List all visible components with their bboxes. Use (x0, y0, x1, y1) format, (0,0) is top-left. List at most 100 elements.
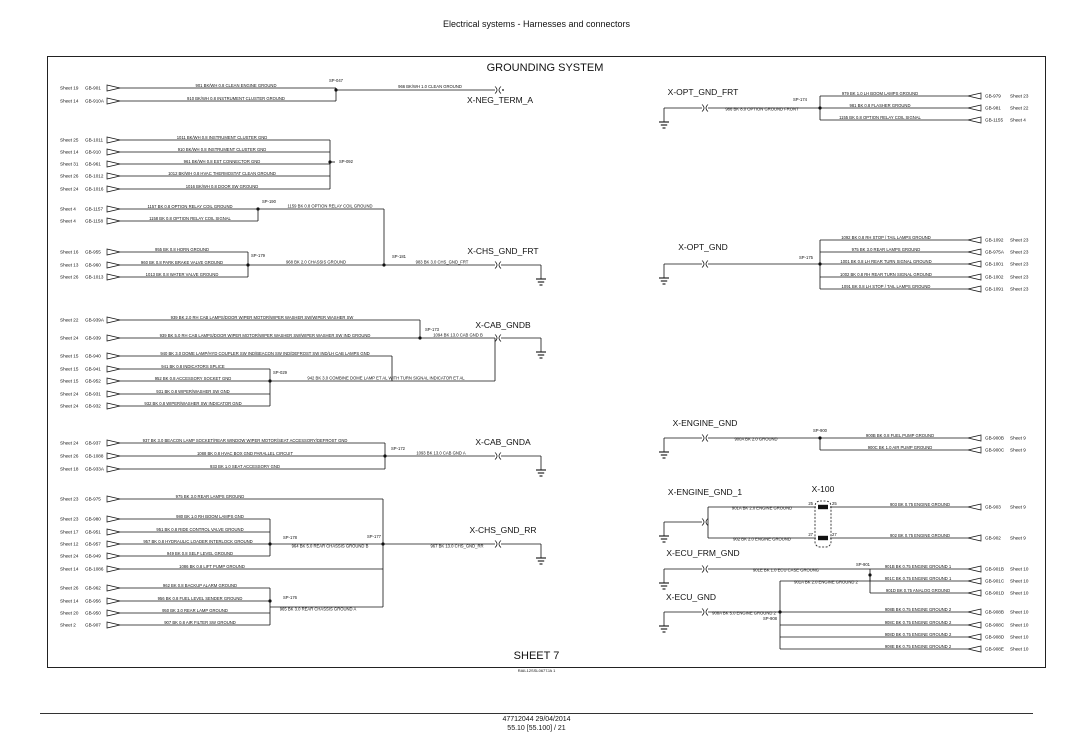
wire-label: 939 BK 2.0 RH CAB LAMPS/DOOR WIPER MOTOR… (171, 315, 354, 320)
ground-terminal-icon (967, 621, 982, 629)
ground-point-ref: GB-933A (85, 467, 105, 472)
connector-icon (705, 565, 709, 573)
sheet-reference: Sheet 10 (1010, 623, 1029, 628)
sheet-reference: Sheet 4 (1010, 118, 1026, 123)
ground-point-ref: GB-951 (85, 530, 101, 535)
connector-icon (705, 608, 709, 616)
sheet-reference: Sheet 26 (60, 454, 79, 459)
sheet-reference: Sheet 16 (60, 250, 79, 255)
connector-label: X-OPT_GND_FRT (668, 87, 739, 97)
ground-point-ref: GB-961 (85, 162, 101, 167)
x100-pin (818, 504, 828, 510)
wire-label: 901 BK/WH 0.8 CLEAN ENGINE GROUND (196, 83, 277, 88)
ground-terminal-icon (106, 439, 121, 447)
ground-terminal-icon (967, 434, 982, 442)
ground-terminal-icon (106, 97, 121, 105)
footer-page-reference: 55.10 [55.100] / 21 (507, 725, 566, 732)
sheet-reference: Sheet 23 (1010, 94, 1029, 99)
wire-label: 1011 BK/WH 0.8 INSTRUMENT CLUSTER GND (177, 135, 268, 140)
ground-terminal-icon (106, 261, 121, 269)
ground-terminal-icon (106, 185, 121, 193)
sheet-reference: Sheet 18 (60, 467, 79, 472)
ground-point-ref: GB-956 (85, 599, 101, 604)
ground-terminal-icon (106, 597, 121, 605)
sheet-reference: Sheet 23 (1010, 275, 1029, 280)
connector-icon (701, 260, 705, 268)
diagram-title: GROUNDING SYSTEM (487, 62, 604, 74)
wire-label: 910 BK/WH 0.8 INSTRUMENT CLUSTER GROUND (187, 96, 285, 101)
ground-terminal-icon (967, 633, 982, 641)
ground-point-ref: GB-901D (985, 591, 1005, 596)
connector-icon (494, 334, 498, 342)
wire-label: 951 BK 0.8 RIDE CONTROL VALVE GROUND (156, 527, 243, 532)
sheet-reference: Sheet 24 (60, 336, 79, 341)
splice-label: SP-181 (392, 254, 407, 259)
ground-terminal-icon (967, 248, 982, 256)
diagram-frame (47, 56, 1046, 668)
wire-label: 1002 BK 0.8 RH REAR TURN SIGNAL GROUND (840, 272, 932, 277)
ground-point-ref: GB-908B (985, 610, 1004, 615)
splice-label: SP-908 (763, 616, 778, 621)
ground-terminal-icon (106, 352, 121, 360)
sheet-reference: Sheet 14 (60, 599, 79, 604)
ground-terminal-icon (106, 172, 121, 180)
sheet-reference: Sheet 2 (60, 623, 76, 628)
wire-label: 957 BK 0.8 HYDRAULIC LOADER INTERLOCK GR… (143, 539, 252, 544)
ground-point-ref: GB-939 (85, 336, 101, 341)
ground-point-ref: GB-1013 (85, 275, 104, 280)
x100-connector-body (814, 500, 832, 548)
wire-label: 903 BK 0.75 ENGINE GROUND (890, 502, 950, 507)
ground-terminal-icon (967, 577, 982, 585)
ground-terminal-icon (967, 534, 982, 542)
connector-icon (498, 261, 502, 269)
wire-label: 902 BK 2.0 ENGINE GROUND (733, 537, 791, 542)
splice-label: SP-092 (339, 159, 354, 164)
connector-label: X-OPT_GND (678, 242, 728, 252)
ground-terminal-icon (106, 160, 121, 168)
x100-pin (818, 535, 828, 541)
connector-label: X-CAB_GNDB (475, 320, 531, 330)
wire-label: 966 BK/WH 1.0 CLEAN GROUND (398, 84, 462, 89)
ground-terminal-icon (967, 589, 982, 597)
sheet-reference: Sheet 20 (60, 611, 79, 616)
ground-terminal-icon (106, 402, 121, 410)
wire-label: 901E BK 1.0 ECU CASE GROUNG (753, 568, 819, 573)
sheet-reference: Sheet 23 (60, 497, 79, 502)
wire-label: 961 BK/WH 0.8 EST CONNECTOR GND (184, 159, 261, 164)
connector-label: X-CHS_GND_FRT (467, 246, 538, 256)
ground-terminal-icon (106, 515, 121, 523)
ground-terminal-icon (967, 116, 982, 124)
connector-label: X-ENGINE_GND (673, 418, 738, 428)
sheet-reference: Sheet 24 (60, 441, 79, 446)
sheet-reference: Sheet 14 (60, 150, 79, 155)
wire-label: 900C BK 1.0 AIR PUMP GROUND (868, 445, 933, 450)
splice-label: SP-190 (262, 199, 277, 204)
wire-label: 983 BK 3.0 CHS_GND_FRT (416, 260, 469, 265)
sheet-reference: Sheet 24 (60, 554, 79, 559)
ground-point-ref: GB-937 (85, 441, 101, 446)
splice-label: SP-178 (283, 535, 298, 540)
wire-label: 1016 BK/WH 0.8 DOOR SW GROUND (186, 184, 259, 189)
ground-point-ref: GB-950 (85, 611, 101, 616)
sheet-reference: Sheet 31 (60, 162, 79, 167)
wire-label: 1159 BK 0.8 OPTION RELAY COIL GROUND (287, 204, 372, 209)
splice-label: SP-029 (273, 370, 288, 375)
wire-label: 901B BK 0.75 ENGINE GROUND 1 (885, 564, 952, 569)
wire-label: 908E BK 0.75 ENGINE GROUND 2 (885, 644, 952, 649)
sheet-reference: Sheet 24 (60, 392, 79, 397)
wire-label: 900B BK 0.8 FUEL PUMP GROUND (866, 433, 934, 438)
connector-icon (494, 540, 498, 548)
ground-point-ref: GB-957 (85, 542, 101, 547)
sheet-reference: Sheet 23 (1010, 262, 1029, 267)
sheet-reference: Sheet 9 (1010, 448, 1026, 453)
ground-point-ref: GB-907 (85, 623, 101, 628)
sheet-reference: Sheet 10 (1010, 635, 1029, 640)
ground-point-ref: GB-939A (85, 318, 105, 323)
connector-icon (701, 608, 705, 616)
splice-label: SP-047 (329, 78, 344, 83)
wire-label: 1155 BK 0.8 OPTION RELAY COIL SIGNAL (839, 115, 921, 120)
ground-point-ref: GB-1012 (85, 174, 104, 179)
wire-label: 900A BK 2.0 GROUND (734, 437, 777, 442)
wire-label: 1091 BK 0.8 LH STOP / TAIL LAMPS GROUND (842, 284, 931, 289)
sheet-reference: Sheet 4 (60, 219, 76, 224)
